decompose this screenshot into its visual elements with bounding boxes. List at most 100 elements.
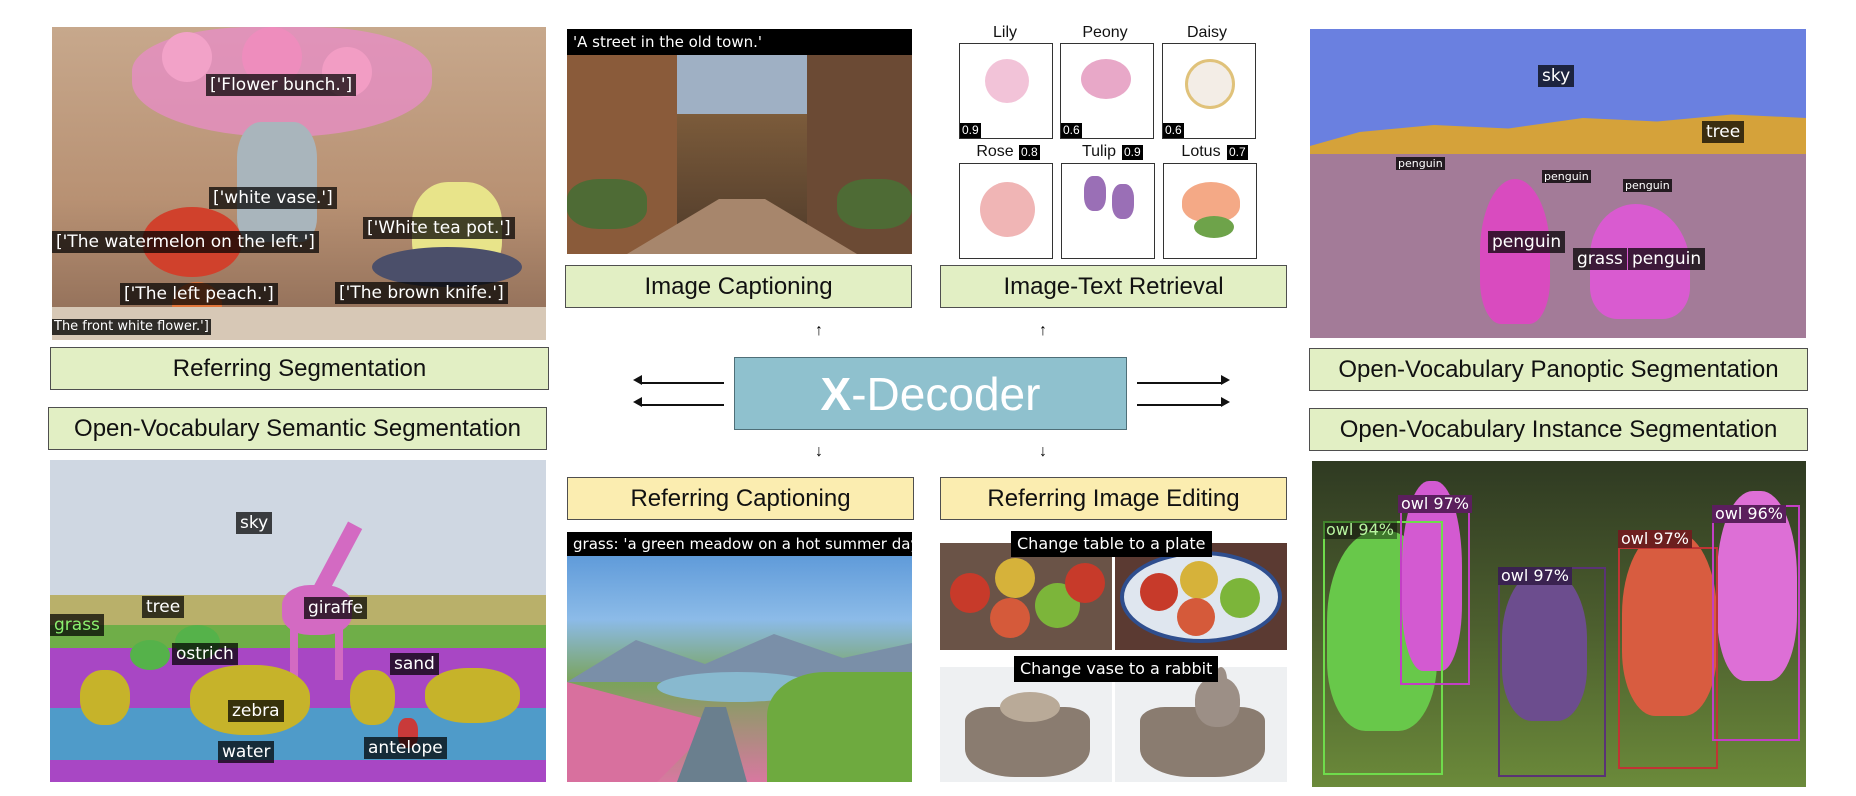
flower-card-rose: [959, 163, 1053, 259]
label-penguin-small: penguin: [1396, 157, 1445, 170]
score-daisy: 0.6: [1163, 123, 1184, 138]
arrow-right-icon: [1221, 375, 1230, 385]
flower-blossom: [162, 32, 212, 82]
editing-table-before: [940, 543, 1112, 650]
lily-icon: [985, 59, 1029, 103]
edit-instruction-2: Change vase to a rabbit: [1014, 656, 1219, 682]
score-lily: 0.9: [960, 123, 981, 138]
zebra-body: [80, 670, 130, 725]
arrow-right-icon: [1221, 397, 1230, 407]
arrow-up-icon: ↑: [1039, 322, 1047, 339]
referring-segmentation-image: ['Flower bunch.'] ['white vase.'] ['Whit…: [52, 27, 546, 340]
flower-name-rose: Rose: [976, 143, 1014, 160]
arrow-down-icon: ↓: [1039, 443, 1047, 460]
label-penguin-small: penguin: [1542, 170, 1591, 183]
task-ov-panoptic-segmentation: Open-Vocabulary Panoptic Segmentation: [1309, 348, 1808, 391]
vase-top: [1000, 692, 1060, 722]
captioning-image: 'A street in the old town.': [567, 29, 912, 254]
ground-bottom: [50, 760, 546, 782]
label-penguin-2: penguin: [1628, 248, 1706, 270]
owl-label-4: owl 97%: [1618, 530, 1692, 548]
label-tree: tree: [1702, 121, 1745, 143]
lotus-leaf-icon: [1194, 216, 1234, 238]
arrow-left-icon: [633, 375, 642, 385]
giraffe-leg: [335, 625, 343, 680]
label-watermelon: ['The watermelon on the left.']: [52, 231, 319, 253]
plate-region: [372, 247, 522, 287]
peony-icon: [1081, 59, 1131, 99]
flower-name-tulip: Tulip: [1081, 143, 1117, 160]
owl-bbox-3: [1498, 567, 1606, 777]
apple-icon: [1140, 573, 1178, 611]
label-penguin-small: penguin: [1623, 179, 1672, 192]
flower-name-peony: Peony: [1082, 24, 1128, 41]
semantic-segmentation-image: sky tree grass giraffe ostrich sand zebr…: [50, 460, 546, 782]
street-sky: [677, 54, 807, 114]
ref-caption-text: grass: 'a green meadow on a hot summer d…: [567, 532, 912, 556]
flower-card-lily: 0.9: [959, 43, 1053, 139]
owl-label-3: owl 97%: [1498, 567, 1572, 585]
label-front-flower: The front white flower.']: [52, 319, 211, 335]
lotus-icon: [1182, 182, 1240, 222]
x-decoder-box: X-Decoder: [734, 357, 1127, 430]
flower-card-peony: 0.6: [1060, 43, 1154, 139]
apple-icon: [990, 598, 1030, 638]
label-flower-bunch: ['Flower bunch.']: [206, 74, 357, 96]
panoptic-image: sky tree grass penguin penguin penguin p…: [1310, 29, 1806, 338]
logo-decoder: -Decoder: [851, 367, 1041, 420]
logo-x: X: [820, 367, 852, 420]
label-zebra: zebra: [228, 700, 284, 722]
label-grass: grass: [50, 614, 104, 636]
label-water: water: [218, 741, 275, 763]
apple-icon: [1065, 563, 1105, 603]
vase-region: [237, 122, 317, 242]
editing-plate-after: [1115, 543, 1287, 650]
flower-card-daisy: 0.6: [1162, 43, 1256, 139]
score-rose: 0.8: [1019, 145, 1040, 160]
task-image-text-retrieval: Image-Text Retrieval: [940, 265, 1287, 308]
flower-name-lotus: Lotus: [1181, 143, 1221, 160]
score-peony: 0.6: [1061, 123, 1082, 138]
label-grass: grass: [1573, 248, 1627, 270]
label-teapot: ['White tea pot.']: [363, 217, 515, 239]
arrow-up-icon: ↑: [815, 322, 823, 339]
editing-vase-before: [940, 667, 1112, 782]
arrow-left-line: [640, 404, 724, 406]
arrow-right-line: [1137, 404, 1221, 406]
retrieval-grid: Lily Peony Daisy 0.9 0.6 0.6 Rose 0.8 Tu…: [955, 22, 1275, 262]
flower-card-lotus: [1163, 163, 1257, 259]
task-referring-image-editing: Referring Image Editing: [940, 477, 1287, 520]
flower-name-daisy: Daisy: [1186, 24, 1227, 41]
label-brown-knife: ['The brown knife.']: [335, 282, 508, 304]
flower-name-lily: Lily: [992, 24, 1017, 41]
apple-icon: [1220, 578, 1260, 618]
meadow-right: [767, 672, 912, 782]
flower-card-tulip: [1061, 163, 1155, 259]
instance-image: owl 94% owl 97% owl 97% owl 97% owl 96%: [1312, 461, 1806, 787]
label-ostrich: ostrich: [172, 643, 238, 665]
apple-icon: [995, 558, 1035, 598]
task-image-captioning: Image Captioning: [565, 265, 912, 308]
arrow-down-icon: ↓: [815, 443, 823, 460]
owl-bbox-4: [1618, 547, 1718, 769]
tulip-icon: [1084, 176, 1106, 211]
rose-icon: [980, 182, 1035, 237]
edit-instruction-1: Change table to a plate: [1011, 531, 1212, 557]
owl-mask: [1502, 571, 1587, 721]
zebra-body: [350, 670, 395, 725]
label-left-peach: ['The left peach.']: [120, 283, 278, 305]
street-plants: [567, 179, 647, 229]
zebra-body: [425, 668, 520, 723]
referring-captioning-image: grass: 'a green meadow on a hot summer d…: [567, 532, 912, 782]
caption-text: 'A street in the old town.': [567, 29, 912, 55]
label-tree: tree: [142, 596, 185, 618]
owl-bbox-5: [1712, 505, 1800, 741]
owl-label-5: owl 96%: [1712, 505, 1786, 523]
label-sky: sky: [1538, 65, 1575, 87]
owl-label-2: owl 97%: [1398, 495, 1472, 513]
apple-icon: [1177, 598, 1215, 636]
label-giraffe: giraffe: [304, 597, 368, 619]
owl-mask: [1622, 531, 1717, 716]
arrow-left-line: [640, 382, 724, 384]
task-referring-captioning: Referring Captioning: [567, 477, 914, 520]
